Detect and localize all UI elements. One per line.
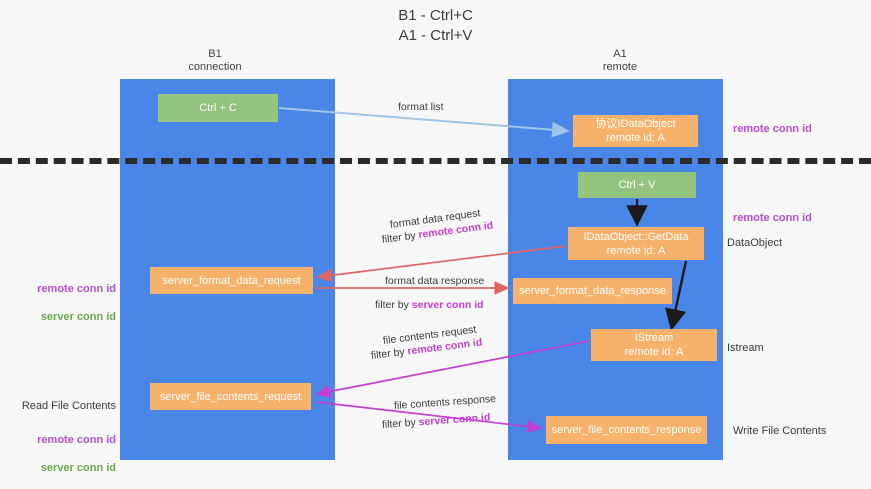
node-idataobject[interactable]: 协议IDataObject remote id: A <box>573 115 698 147</box>
page-title: B1 - Ctrl+C A1 - Ctrl+V <box>398 7 473 44</box>
filter-prefix: filter by <box>381 416 420 431</box>
node-ctrl-v[interactable]: Ctrl + V <box>578 172 696 198</box>
annotation-left-conn-ids: remote conn id server conn id <box>20 268 116 338</box>
filter-key-server-conn-id: server conn id <box>411 299 484 311</box>
node-server-file-contents-response[interactable]: server_file_contents_response <box>546 416 707 444</box>
filter-prefix: filter by <box>370 345 409 362</box>
annotation-istream: Istream <box>727 342 764 354</box>
annotation-left-read-file-contents: Read File Contents remote conn id server… <box>12 385 116 489</box>
node-server-file-contents-request[interactable]: server_file_contents_request <box>150 383 311 410</box>
edge-label-format-list: format list <box>398 101 444 113</box>
annotation-remote-conn-id-mid: remote conn id <box>733 212 812 224</box>
node-idataobject-getdata[interactable]: IDataObject::GetData remote id: A <box>568 227 704 260</box>
annotation-dataobject: DataObject <box>727 237 783 249</box>
column-header-a1: A1 remote <box>602 48 638 73</box>
phase-separator <box>0 158 871 164</box>
diagram-canvas: B1 - Ctrl+C A1 - Ctrl+V B1 connection A1… <box>0 7 871 474</box>
node-server-format-data-response[interactable]: server_format_data_response <box>513 278 672 304</box>
column-header-b1: B1 connection <box>188 48 242 73</box>
annotation-server-conn-id-2: server conn id <box>40 462 116 474</box>
annotation-server-conn-id: server conn id <box>40 311 116 323</box>
edge-label-file-contents-response: file contents response <box>393 392 497 412</box>
annotation-remote-conn-id-top: remote conn id <box>733 123 812 135</box>
filter-prefix: filter by <box>381 229 420 246</box>
annotation-remote-conn-id: remote conn id <box>37 283 116 295</box>
annotation-write-file-contents: Write File Contents <box>733 425 827 437</box>
annotation-remote-conn-id-2: remote conn id <box>37 434 116 446</box>
edge-label-format-data-response: format data response <box>385 275 485 287</box>
edge-label-format-data-response-filter: filter by server conn id <box>375 298 484 312</box>
filter-key-server-conn-id: server conn id <box>418 411 491 429</box>
node-istream[interactable]: IStream remote id: A <box>591 329 717 361</box>
filter-prefix: filter by <box>375 299 412 311</box>
node-server-format-data-request[interactable]: server_format_data_request <box>150 267 313 294</box>
node-ctrl-c[interactable]: Ctrl + C <box>158 94 278 122</box>
edge-label-file-contents-response-filter: filter by server conn id <box>382 410 491 432</box>
annotation-read-file-contents: Read File Contents <box>21 400 116 412</box>
